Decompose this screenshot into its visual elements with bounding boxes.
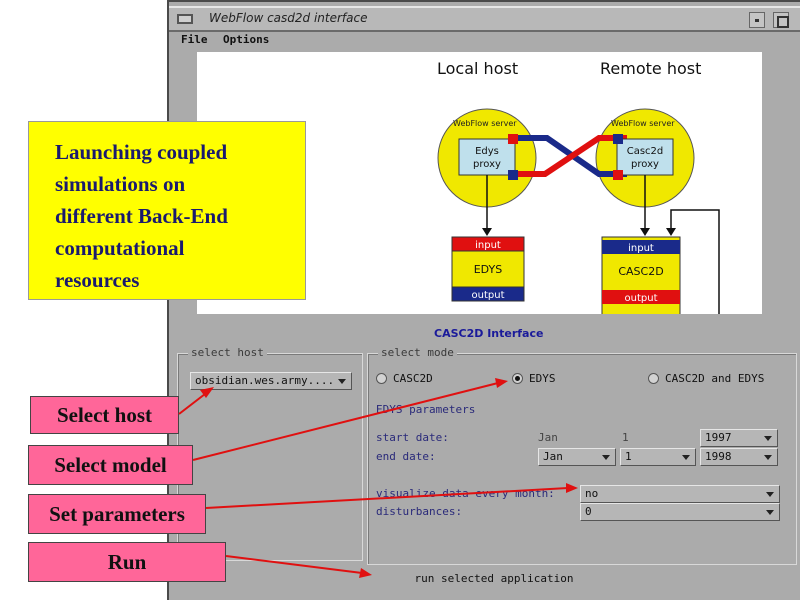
edys-proxy-port-top [508, 134, 518, 144]
casc2d-input-bar [602, 240, 680, 254]
radio-casc2d-dot[interactable] [376, 373, 387, 384]
casc2d-model-label: CASC2D [618, 265, 663, 278]
casc2d-proxy-line2: proxy [631, 159, 659, 170]
edys-output-label: output [472, 290, 505, 301]
casc2d-proxy-line1: Casc2d [627, 146, 664, 157]
casc2d-proxy-port-top [613, 134, 623, 144]
start-year-value: 1997 [705, 431, 732, 444]
start-month-value: Jan [538, 431, 558, 444]
remote-host-label: Remote host [600, 59, 701, 78]
chevron-down-icon [602, 455, 610, 460]
radio-casc2d-label: CASC2D [393, 372, 433, 385]
menu-file[interactable]: File [181, 33, 208, 46]
disturbances-label: disturbances: [376, 505, 463, 518]
start-date-label: start date: [376, 431, 449, 444]
chevron-down-icon [766, 510, 774, 515]
remote-down-arrowhead [640, 228, 650, 236]
end-year-select[interactable]: 1998 [700, 448, 778, 466]
interface-title: CASC2D Interface [434, 327, 544, 340]
remote-server-label: WebFlow server [611, 119, 675, 128]
local-down-arrowhead [482, 228, 492, 236]
start-year-select[interactable]: 1997 [700, 429, 778, 447]
select-mode-group: select mode CASC2D EDYS CASC2D and EDYS … [367, 346, 797, 565]
run-button[interactable]: run selected application [374, 569, 614, 589]
end-year-value: 1998 [705, 450, 732, 463]
callout-line: different Back-End [55, 204, 228, 228]
diagram-svg: Local host Remote host WebFlow server We… [437, 59, 720, 314]
radio-casc2d-and-edys-dot[interactable] [648, 373, 659, 384]
maximize-icon[interactable] [773, 12, 789, 28]
window-title: WebFlow casd2d interface [209, 11, 368, 25]
edys-proxy-box [458, 138, 516, 176]
edys-input-label: input [475, 240, 501, 251]
start-day-value: 1 [622, 431, 629, 444]
end-date-label: end date: [376, 450, 436, 463]
edys-proxy-line1: Edys [475, 146, 499, 157]
minimize-icon[interactable] [749, 12, 765, 28]
label-select-host: Select host [30, 396, 179, 434]
radio-casc2d-and-edys-label: CASC2D and EDYS [665, 372, 765, 385]
chevron-down-icon [764, 436, 772, 441]
edys-proxy-port-bottom [508, 170, 518, 180]
menu-options[interactable]: Options [223, 33, 270, 46]
visualize-label: visualize data every month: [376, 487, 555, 500]
chevron-down-icon [766, 492, 774, 497]
chevron-down-icon [338, 379, 346, 384]
label-run: Run [28, 542, 226, 582]
menu-bar: File Options [169, 32, 800, 50]
select-mode-group-label: select mode [378, 346, 457, 359]
host-select-value: obsidian.wes.army.... [195, 374, 335, 387]
edys-output-bar [451, 286, 525, 302]
window-menu-icon[interactable] [177, 14, 193, 24]
chevron-down-icon [682, 455, 690, 460]
casc2d-output-bar [602, 290, 680, 304]
title-bar[interactable]: WebFlow casd2d interface [169, 6, 800, 32]
radio-edys-label: EDYS [529, 372, 556, 385]
radio-casc2d[interactable]: CASC2D [376, 372, 433, 385]
label-set-parameters: Set parameters [28, 494, 206, 534]
select-host-group-label: select host [188, 346, 267, 359]
feedback-loop-line [670, 209, 720, 314]
end-month-select[interactable]: Jan [538, 448, 616, 466]
description-callout: Launching coupled simulations on differe… [28, 121, 306, 300]
callout-line: simulations on [55, 172, 186, 196]
callout-line: computational [55, 236, 185, 260]
visualize-select[interactable]: no [580, 485, 780, 503]
local-host-label: Local host [437, 59, 518, 78]
chevron-down-icon [764, 455, 772, 460]
edys-model-label: EDYS [474, 263, 503, 276]
radio-edys[interactable]: EDYS [512, 372, 556, 385]
local-server-label: WebFlow server [453, 119, 517, 128]
callout-line: resources [55, 268, 140, 292]
feedback-loop-arrowhead [666, 228, 676, 236]
radio-edys-dot[interactable] [512, 373, 523, 384]
label-select-model: Select model [28, 445, 193, 485]
app-window: WebFlow casd2d interface File Options Lo… [167, 0, 800, 600]
casc2d-output-label: output [625, 293, 658, 304]
casc2d-input-label: input [628, 243, 654, 254]
edys-proxy-line2: proxy [473, 159, 501, 170]
casc2d-proxy-port-bottom [613, 170, 623, 180]
radio-casc2d-and-edys[interactable]: CASC2D and EDYS [648, 372, 764, 385]
end-day-value: 1 [625, 450, 632, 463]
callout-line: Launching coupled [55, 140, 228, 164]
host-select[interactable]: obsidian.wes.army.... [190, 372, 352, 390]
disturbances-value: 0 [585, 505, 592, 518]
end-day-select[interactable]: 1 [620, 448, 696, 466]
disturbances-select[interactable]: 0 [580, 503, 780, 521]
end-month-value: Jan [543, 450, 563, 463]
visualize-value: no [585, 487, 599, 500]
edys-parameters-title: EDYS parameters [376, 403, 476, 416]
